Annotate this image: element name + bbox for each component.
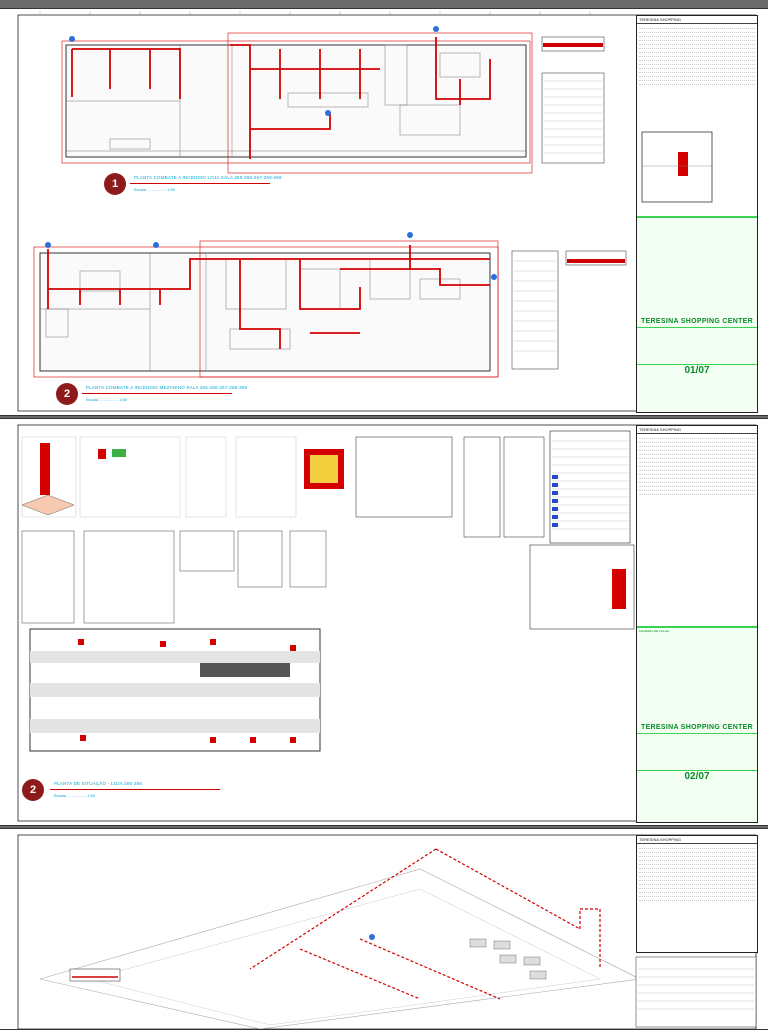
project-name: TERESINA SHOPPING CENTER [637,722,757,734]
drawing-caption: PLANTA COMBATE A INCENDIO MEZANINO SALA … [86,385,248,390]
title-block: TERESINA SHOPPING TERESINA SHOPPING CENT… [636,15,758,413]
caption-underline [82,393,232,394]
caption-underline [50,789,220,790]
floor-plan-drawing [17,11,757,412]
title-block-company: TERESINA SHOPPING [637,16,757,24]
general-notes [637,844,757,906]
drawing-number-badge: 2 [22,779,44,801]
drawing-caption: PLANTA DE SITUAÇÃO - LOJA 265-266 [54,781,143,786]
drawing-number-badge: 2 [56,383,78,405]
general-notes [637,24,757,86]
title-block-company: TERESINA SHOPPING [637,836,757,844]
project-name: TERESINA SHOPPING CENTER [637,316,757,328]
legend-title: LEGENDA DE FOLHA [639,629,670,633]
drawing-scale: Escala ................. 1:50 [86,397,127,402]
drawing-scale: Escala ................. 1:50 [54,793,95,798]
title-block-legend: LEGENDA DE FOLHA TERESINA SHOPPING CENTE… [637,626,757,822]
drawing-scale: Escala ................. 1:50 [134,187,175,192]
sheet-number: 01/07 [684,365,710,376]
isometric-drawing [17,834,757,1029]
drawing-sheet-3: TERESINA SHOPPING [0,828,768,1030]
details-drawing [17,424,757,822]
key-plan [641,131,713,203]
title-block-legend: TERESINA SHOPPING CENTER 01/07 [637,216,757,412]
drawing-sheet-2: 2 PLANTA DE SITUAÇÃO - LOJA 265-266 Esca… [0,418,768,826]
drawing-sheet-1: 1 PLANTA COMBATE A INCENDIO LOJA SALA 26… [0,8,768,416]
general-notes [637,434,757,496]
drawing-number-badge: 1 [104,173,126,195]
drawing-caption: PLANTA COMBATE A INCENDIO LOJA SALA 265-… [134,175,282,180]
title-block-company: TERESINA SHOPPING [637,426,757,434]
sheet-number: 02/07 [684,771,710,782]
caption-underline [130,183,270,184]
title-block: TERESINA SHOPPING [636,835,758,953]
title-block: TERESINA SHOPPING LEGENDA DE FOLHA TERES… [636,425,758,823]
